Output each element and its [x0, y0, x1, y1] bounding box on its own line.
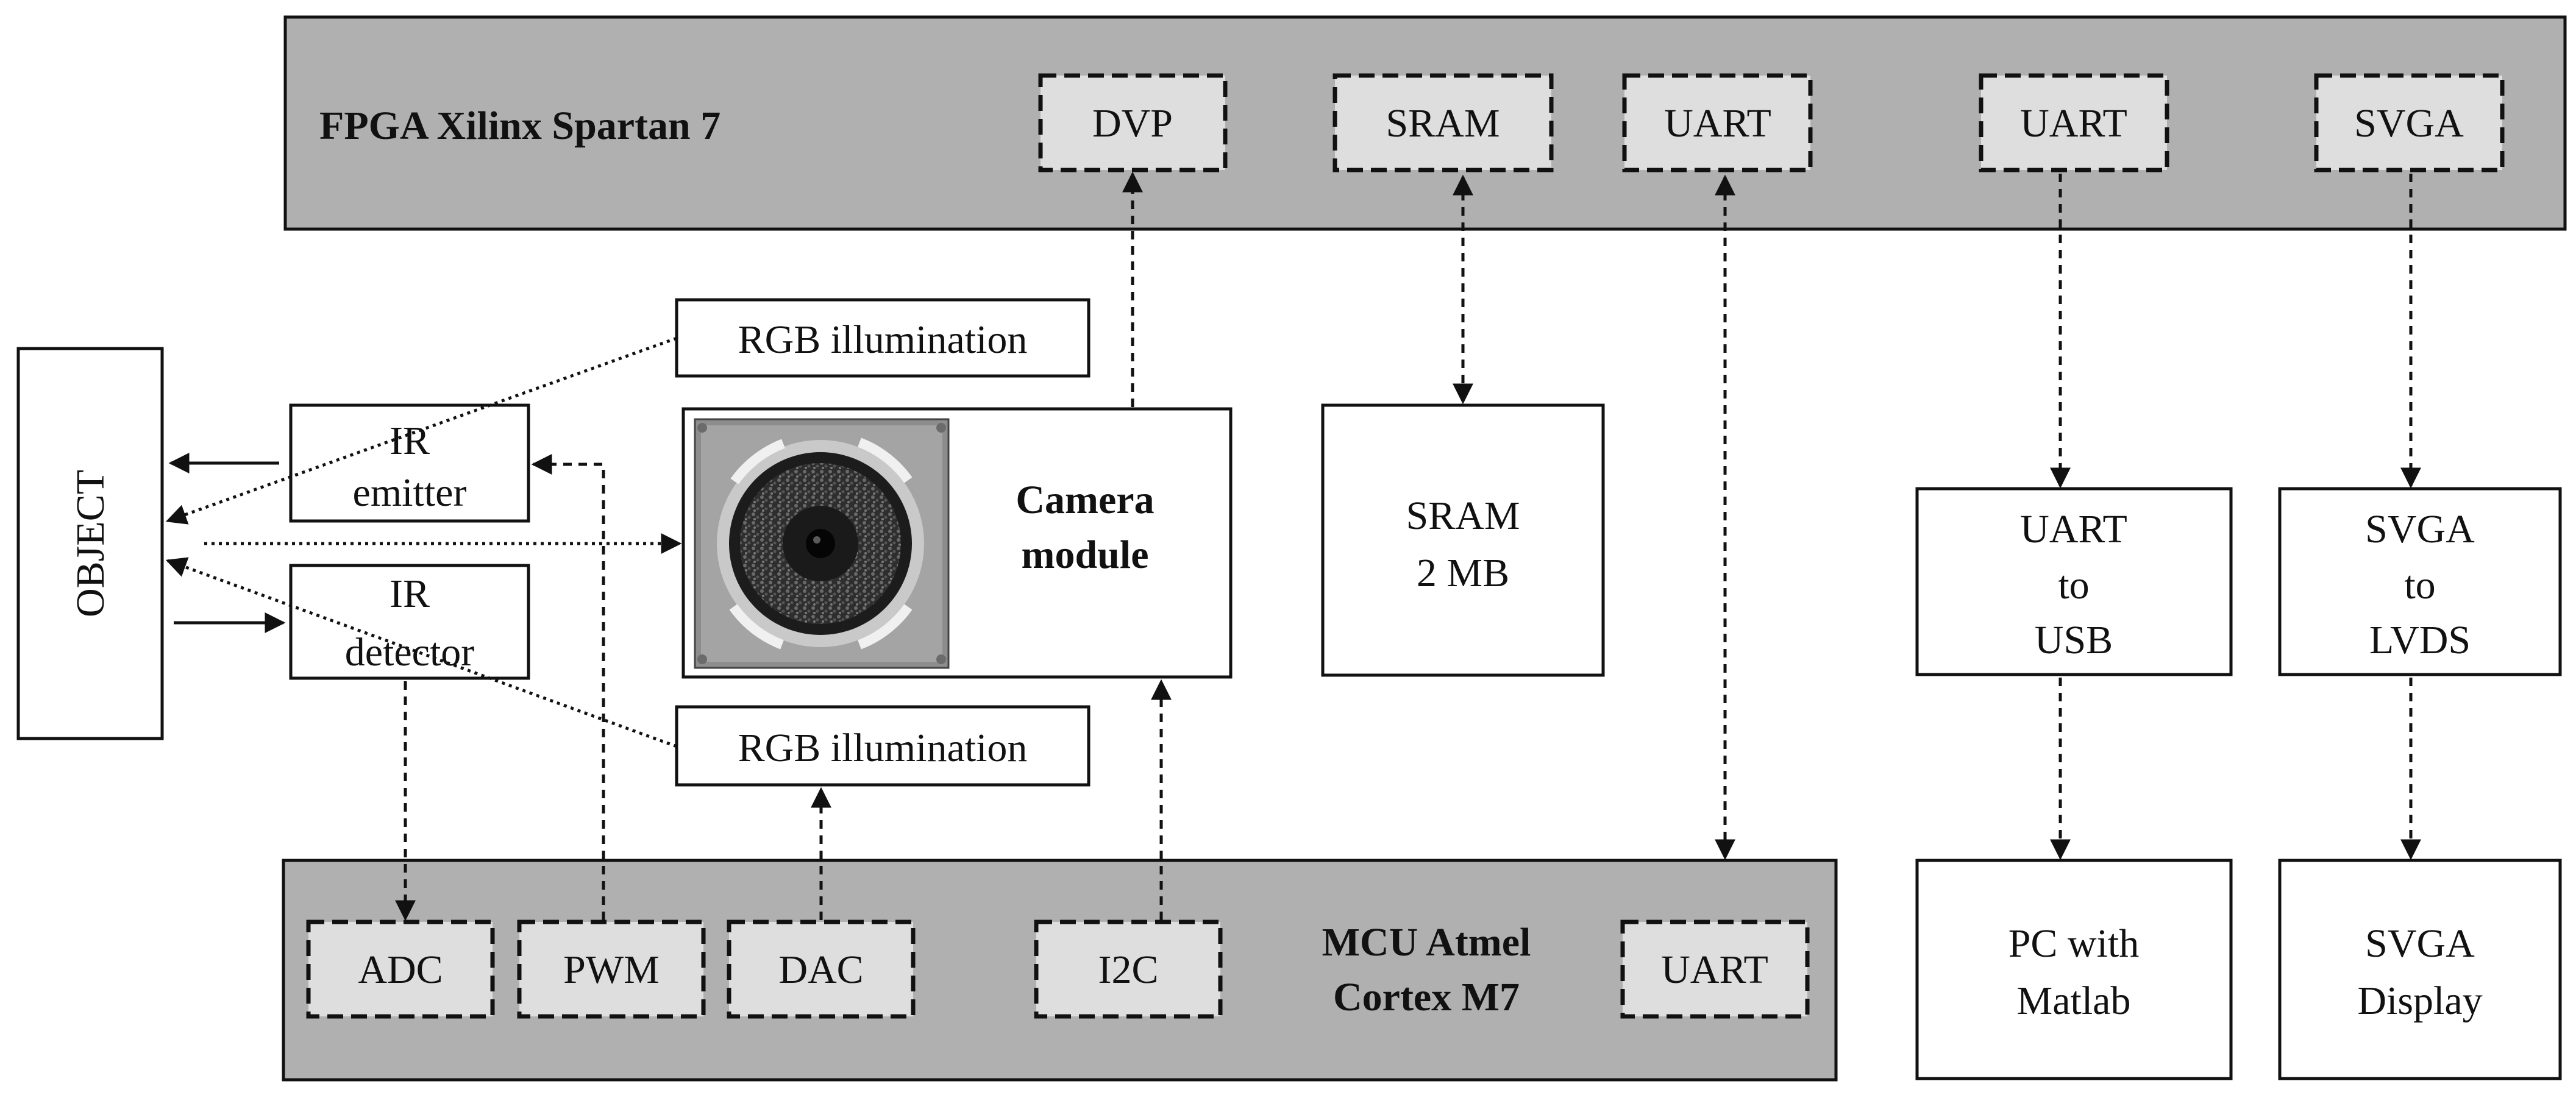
- fpga-port-svga-label: SVGA: [2354, 101, 2464, 146]
- svga-to-lvds-line3: LVDS: [2369, 618, 2471, 662]
- mcu-port-i2c-label: I2C: [1098, 948, 1159, 992]
- rgb-illumination-top: RGB illumination: [675, 298, 1091, 378]
- object-block: OBJECT: [16, 347, 164, 740]
- mcu-port-adc-label: ADC: [358, 948, 443, 992]
- sram-chip-line1: SRAM: [1406, 494, 1520, 538]
- mcu-port-pwm: PWM: [517, 920, 706, 1019]
- pc-matlab-block: PC with Matlab: [1915, 859, 2233, 1080]
- ir-emitter-line1: IR: [390, 419, 430, 463]
- uart-to-usb-line2: to: [2058, 563, 2089, 608]
- ir-detector-line1: IR: [390, 572, 430, 616]
- mcu-port-dac-label: DAC: [778, 948, 863, 992]
- mcu-port-adc: ADC: [306, 920, 495, 1019]
- mcu-title-line1: MCU Atmel: [1322, 920, 1531, 965]
- pwm-to-ir-emitter-arrow: [531, 454, 605, 920]
- svga-to-lvds-line1: SVGA: [2365, 507, 2475, 551]
- uart-to-usb-line1: UART: [2020, 507, 2127, 551]
- pc-matlab-line1: PC with: [2008, 921, 2140, 966]
- mcu-title-line2: Cortex M7: [1333, 975, 1520, 1019]
- fpga-port-dvp-label: DVP: [1092, 101, 1173, 146]
- mcu-port-uart-label: UART: [1661, 948, 1768, 992]
- mcu-port-uart: UART: [1620, 920, 1810, 1019]
- object-label: OBJECT: [68, 470, 113, 617]
- camera-module-block: Camera module: [681, 407, 1233, 679]
- rgb-illumination-top-label: RGB illumination: [738, 317, 1028, 362]
- fpga-port-sram: SRAM: [1332, 73, 1554, 172]
- rgb-top-to-object-light: [165, 336, 677, 525]
- fpga-title: FPGA Xilinx Spartan 7: [319, 104, 720, 148]
- mcu-port-i2c: I2C: [1034, 920, 1223, 1019]
- svga-display-block: SVGA Display: [2278, 859, 2562, 1080]
- fpga-port-dvp: DVP: [1038, 73, 1228, 172]
- rgb-illumination-bottom-label: RGB illumination: [738, 726, 1028, 770]
- uart-to-usb-block: UART to USB: [1915, 487, 2233, 676]
- svga-to-lvds-block: SVGA to LVDS: [2278, 487, 2562, 676]
- pc-matlab-line2: Matlab: [2017, 979, 2131, 1023]
- sram-chip-block: SRAM 2 MB: [1321, 403, 1605, 677]
- camera-label-line1: Camera: [1016, 478, 1154, 522]
- ir-emitter-block: IR emitter: [289, 403, 530, 523]
- rgb-illumination-bottom: RGB illumination: [675, 705, 1091, 787]
- fpga-port-uart-mcu-label: UART: [1664, 101, 1771, 146]
- rgb-bottom-to-object-light: [165, 557, 677, 748]
- mcu-port-pwm-label: PWM: [563, 948, 660, 992]
- mcu-port-dac: DAC: [727, 920, 916, 1019]
- svga-to-lvds-line2: to: [2404, 563, 2435, 608]
- uart-to-usb-line3: USB: [2035, 618, 2113, 662]
- fpga-port-uart-usb: UART: [1979, 73, 2169, 172]
- fpga-port-uart-usb-label: UART: [2020, 101, 2127, 146]
- ir-detector-line2: detector: [345, 630, 475, 675]
- camera-photo: [694, 418, 950, 669]
- fpga-port-uart-mcu: UART: [1622, 73, 1813, 172]
- camera-label-line2: module: [1021, 533, 1148, 577]
- fpga-port-svga: SVGA: [2314, 73, 2505, 172]
- ir-detector-block: IR detector: [289, 564, 530, 680]
- svga-display-line2: Display: [2357, 979, 2482, 1023]
- ir-emitter-line2: emitter: [353, 470, 467, 515]
- fpga-port-sram-label: SRAM: [1386, 101, 1500, 146]
- svga-display-line1: SVGA: [2365, 921, 2475, 966]
- sram-chip-line2: 2 MB: [1417, 551, 1509, 595]
